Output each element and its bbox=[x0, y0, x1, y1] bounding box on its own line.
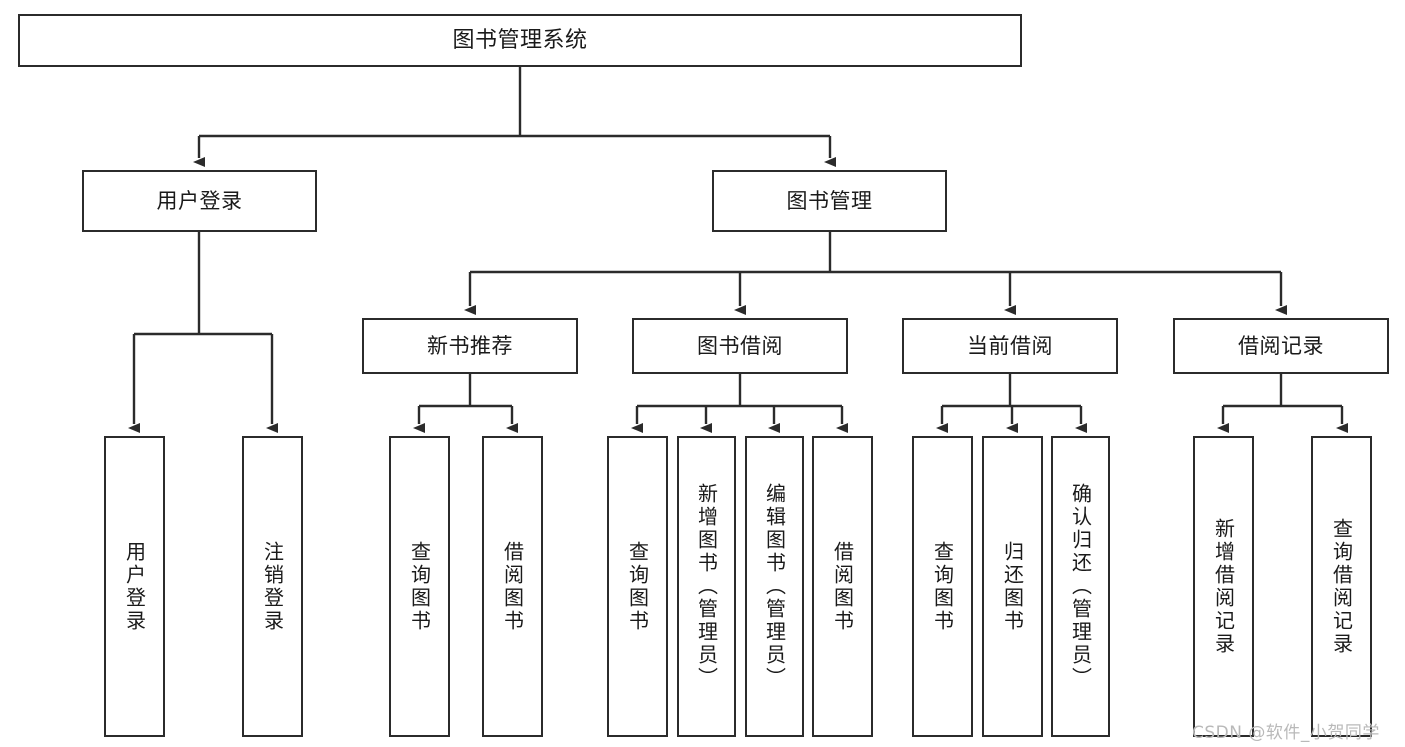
leaf-recommend-query-book[interactable]: 查询图书 bbox=[389, 436, 450, 737]
node-label: 编辑图书（管理员） bbox=[762, 483, 787, 690]
node-label: 图书管理 bbox=[786, 188, 873, 213]
leaf-borrow-borrow-book[interactable]: 借阅图书 bbox=[812, 436, 873, 737]
node-label: 注销登录 bbox=[260, 540, 285, 633]
node-label: 借阅图书 bbox=[830, 540, 855, 633]
node-label: 图书借阅 bbox=[697, 333, 783, 358]
leaf-record-add-record[interactable]: 新增借阅记录 bbox=[1193, 436, 1254, 737]
leaf-record-query-record[interactable]: 查询借阅记录 bbox=[1311, 436, 1372, 737]
node-label: 查询图书 bbox=[930, 540, 955, 633]
node-label: 图书管理系统 bbox=[452, 27, 588, 53]
node-user-login[interactable]: 用户登录 bbox=[82, 170, 317, 232]
node-label: 确认归还（管理员） bbox=[1068, 483, 1093, 690]
node-new-book-recommend[interactable]: 新书推荐 bbox=[362, 318, 578, 374]
leaf-borrow-edit-book-admin[interactable]: 编辑图书（管理员） bbox=[745, 436, 804, 737]
node-label: 新增图书（管理员） bbox=[694, 483, 719, 690]
node-book-borrow[interactable]: 图书借阅 bbox=[632, 318, 848, 374]
node-borrow-record[interactable]: 借阅记录 bbox=[1173, 318, 1389, 374]
node-book-management[interactable]: 图书管理 bbox=[712, 170, 947, 232]
node-label: 查询借阅记录 bbox=[1329, 517, 1354, 656]
node-label: 新书推荐 bbox=[427, 333, 513, 358]
node-current-borrow[interactable]: 当前借阅 bbox=[902, 318, 1118, 374]
node-label: 新增借阅记录 bbox=[1211, 517, 1236, 656]
node-label: 查询图书 bbox=[407, 540, 432, 633]
node-label: 用户登录 bbox=[122, 540, 147, 633]
node-root-system[interactable]: 图书管理系统 bbox=[18, 14, 1022, 67]
leaf-user-login-signin[interactable]: 用户登录 bbox=[104, 436, 165, 737]
node-label: 当前借阅 bbox=[967, 333, 1053, 358]
leaf-current-return-book[interactable]: 归还图书 bbox=[982, 436, 1043, 737]
leaf-recommend-borrow-book[interactable]: 借阅图书 bbox=[482, 436, 543, 737]
leaf-borrow-query-book[interactable]: 查询图书 bbox=[607, 436, 668, 737]
leaf-user-login-signout[interactable]: 注销登录 bbox=[242, 436, 303, 737]
node-label: 借阅图书 bbox=[500, 540, 525, 633]
leaf-borrow-add-book-admin[interactable]: 新增图书（管理员） bbox=[677, 436, 736, 737]
node-label: 归还图书 bbox=[1000, 540, 1025, 633]
leaf-current-query-book[interactable]: 查询图书 bbox=[912, 436, 973, 737]
node-label: 查询图书 bbox=[625, 540, 650, 633]
node-label: 借阅记录 bbox=[1238, 333, 1324, 358]
leaf-current-confirm-return-admin[interactable]: 确认归还（管理员） bbox=[1051, 436, 1110, 737]
node-label: 用户登录 bbox=[156, 188, 243, 213]
